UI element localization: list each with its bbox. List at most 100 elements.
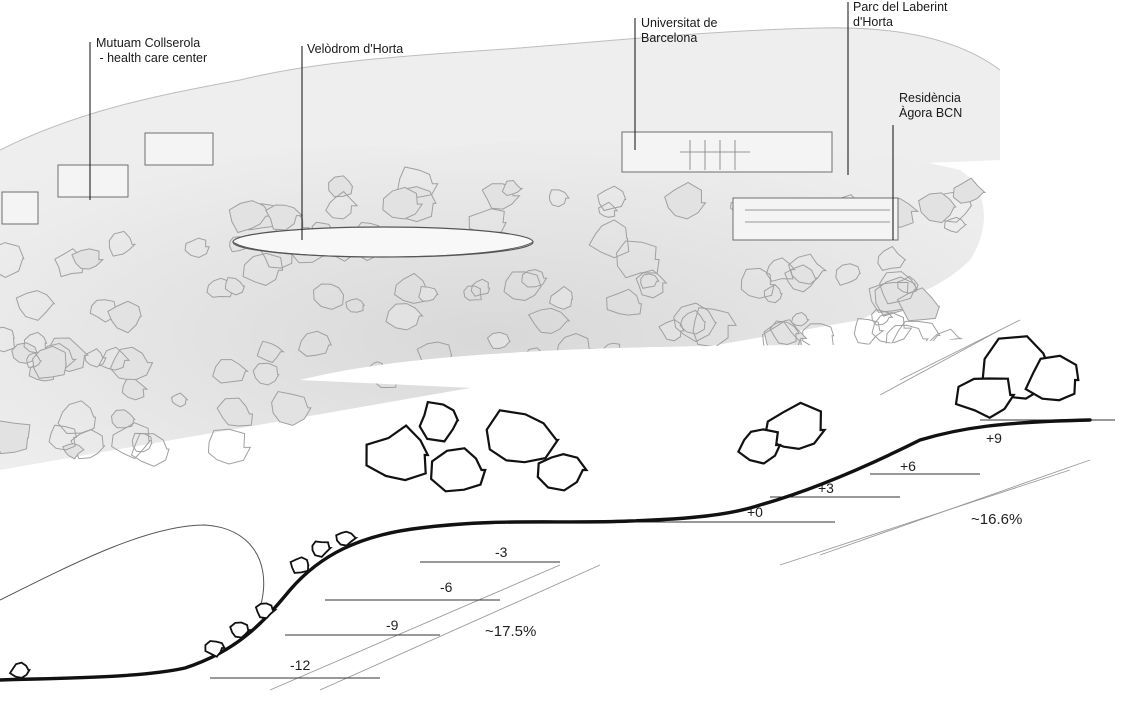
canopy-blob xyxy=(71,248,105,270)
canopy-blob xyxy=(207,428,252,465)
canopy-blob xyxy=(121,378,149,401)
label-residencia-line1: Residència xyxy=(899,91,961,105)
canopy-blob xyxy=(918,192,957,224)
canopy-blob xyxy=(536,453,589,492)
canopy-blob xyxy=(765,257,796,282)
canopy-blob xyxy=(252,362,280,386)
label-mutuam-line2: - health care center xyxy=(96,51,208,65)
canopy-blob xyxy=(107,300,142,334)
canopy-blob xyxy=(868,282,911,313)
canopy-blob xyxy=(588,219,630,259)
canopy-blob xyxy=(606,288,642,316)
canopy-blob xyxy=(130,433,170,467)
label-residencia-line2: Àgora BCN xyxy=(899,106,963,120)
canopy-blob xyxy=(835,263,861,286)
building-windows xyxy=(680,140,890,223)
canopy-blob xyxy=(673,302,718,343)
canopy-blob xyxy=(521,269,548,288)
canopy-blob xyxy=(527,307,571,334)
canopy-blob xyxy=(763,284,783,304)
canopy-blob xyxy=(289,556,310,574)
canopy-blob xyxy=(737,428,782,465)
canopy-blob xyxy=(679,309,706,335)
canopy-blob xyxy=(463,285,482,301)
canopy-blob xyxy=(325,190,359,220)
level-label-minus3: -3 xyxy=(495,544,508,560)
canopy-blob xyxy=(597,185,627,212)
canopy-blob xyxy=(501,179,524,197)
label-universitat: Universitat de Barcelona xyxy=(641,16,717,46)
label-velodrom-line1: Velòdrom d'Horta xyxy=(307,42,404,56)
velodrome xyxy=(232,226,534,258)
canopy-blob xyxy=(763,401,827,451)
level-label-plus6: +6 xyxy=(900,458,916,474)
label-residencia: Residència Àgora BCN xyxy=(899,91,962,121)
leader-lines xyxy=(89,2,894,240)
canopy-blob xyxy=(658,319,685,342)
canopy-blob xyxy=(548,189,570,208)
canopy-blob xyxy=(853,317,885,345)
canopy-blob xyxy=(640,273,660,289)
canopy-blob xyxy=(98,346,131,371)
canopy-blob xyxy=(171,392,189,408)
canopy-blob xyxy=(382,186,424,220)
canopy-blob xyxy=(954,377,1016,419)
canopy-blob xyxy=(549,285,574,310)
canopy-blob xyxy=(397,166,439,198)
canopy-blob xyxy=(943,216,968,234)
level-label-plus3: +3 xyxy=(818,480,834,496)
canopy-blob xyxy=(62,443,86,460)
canopy-blob xyxy=(212,359,249,384)
level-label-minus9: -9 xyxy=(386,617,399,633)
canopy-blob xyxy=(952,177,987,204)
canopy-blob xyxy=(0,326,15,353)
canopy-blob xyxy=(692,307,738,348)
building-left-3 xyxy=(144,132,214,166)
canopy-blob xyxy=(256,340,285,364)
canopy-blob xyxy=(418,400,460,443)
canopy-blob xyxy=(1024,354,1080,402)
level-label-plus9: +9 xyxy=(986,430,1002,446)
canopy-blob xyxy=(254,602,278,620)
canopy-blob xyxy=(616,240,660,279)
canopy-blob xyxy=(635,269,668,299)
level-label-zero: +0 xyxy=(747,504,763,520)
canopy-blob xyxy=(503,271,543,302)
canopy-blob xyxy=(32,345,67,379)
label-laberint-line2: d'Horta xyxy=(853,15,893,29)
canopy-blob xyxy=(769,320,800,346)
canopy-blob xyxy=(897,275,920,294)
canopy-blob xyxy=(26,352,42,368)
canopy-blob xyxy=(485,409,560,464)
canopy-blob xyxy=(204,640,226,658)
canopy-blob xyxy=(429,447,487,493)
canopy-blob xyxy=(131,432,153,453)
canopy-blob xyxy=(242,252,284,286)
canopy-blob xyxy=(48,424,77,451)
canopy-blob xyxy=(216,397,254,427)
canopy-blob xyxy=(791,311,810,327)
canopy-blob xyxy=(664,181,707,220)
canopy-blob xyxy=(385,303,424,331)
canopy-blob xyxy=(8,661,31,679)
canopy-blob xyxy=(89,299,117,323)
canopy-blob xyxy=(229,621,252,639)
canopy-blob xyxy=(871,309,894,326)
label-universitat-line2: Barcelona xyxy=(641,31,698,45)
canopy-blob xyxy=(109,346,154,382)
label-velodrom: Velòdrom d'Horta xyxy=(307,42,403,57)
label-laberint-line1: Parc del Laberint xyxy=(853,0,948,14)
canopy-blob xyxy=(877,245,907,271)
ground-clearing xyxy=(0,330,1122,705)
canopy-blob xyxy=(740,267,775,299)
canopy-blob xyxy=(598,201,619,218)
canopy-blob xyxy=(328,175,354,198)
canopy-blob xyxy=(879,271,919,305)
label-mutuam-line1: Mutuam Collserola xyxy=(96,36,201,50)
canopy-blob xyxy=(11,342,39,364)
slope-label-upper: ~16.6% xyxy=(971,511,1023,528)
canopy-blob xyxy=(470,278,491,297)
hill-ridge xyxy=(0,27,1001,151)
building-left-2 xyxy=(57,164,129,198)
